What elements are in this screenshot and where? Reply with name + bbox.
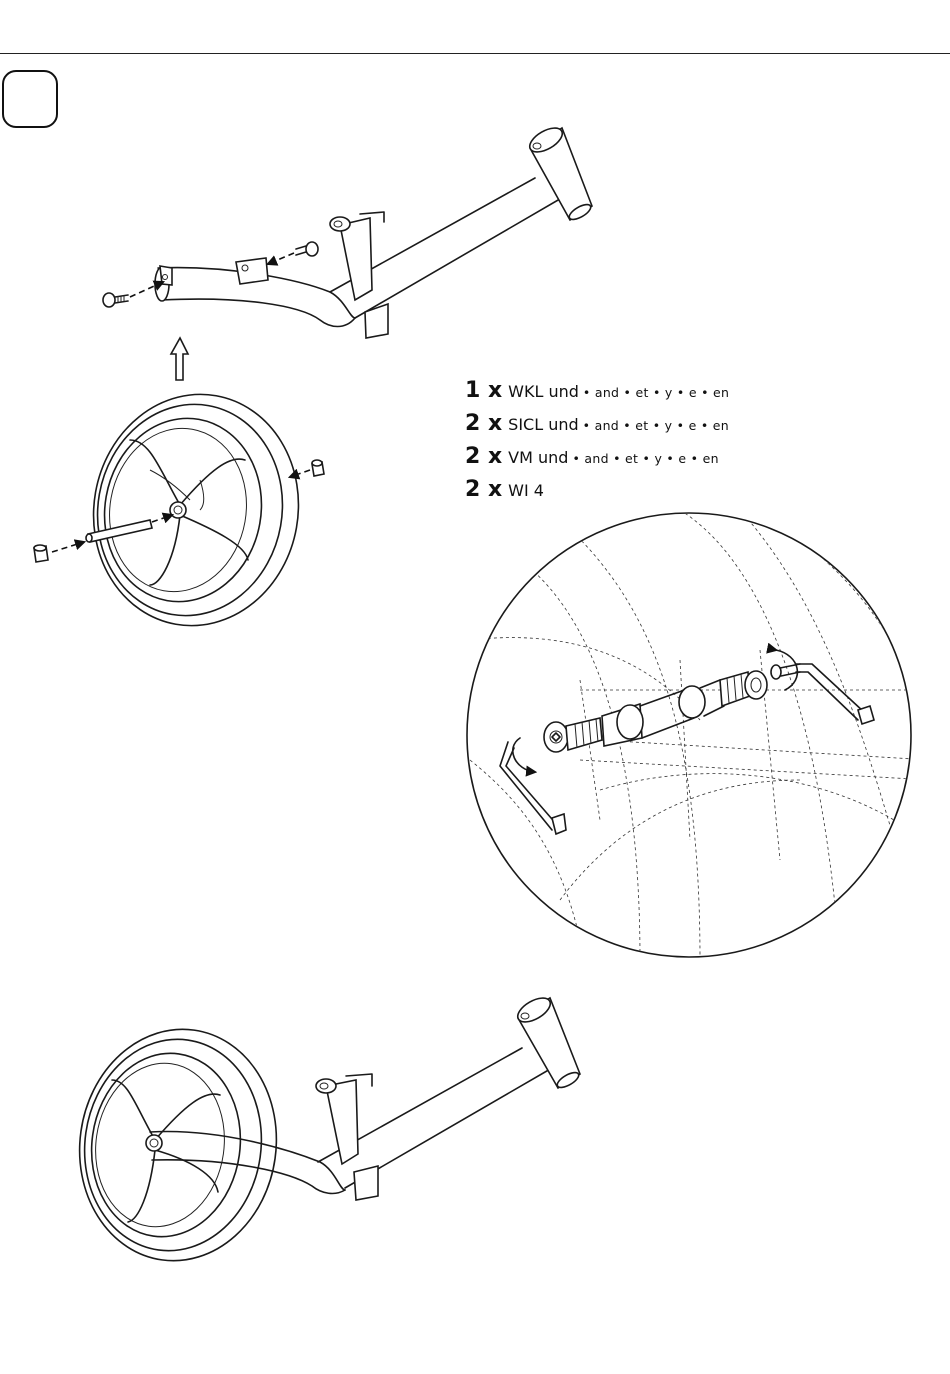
bolt-icon: [103, 293, 128, 307]
wheel-drawing: [34, 378, 324, 642]
bolt-icon: [296, 242, 318, 256]
axle-icon: [86, 520, 152, 542]
bolt-icon: [34, 545, 48, 562]
hex-key-icon: [796, 664, 874, 724]
hex-key-icon: [500, 742, 566, 834]
frame-drawing: [103, 123, 593, 380]
bolt-icon: [312, 460, 324, 476]
rotate-arrow-icon: [513, 738, 535, 772]
assembled-drawing: [65, 993, 581, 1273]
detail-zoom: [467, 510, 930, 960]
